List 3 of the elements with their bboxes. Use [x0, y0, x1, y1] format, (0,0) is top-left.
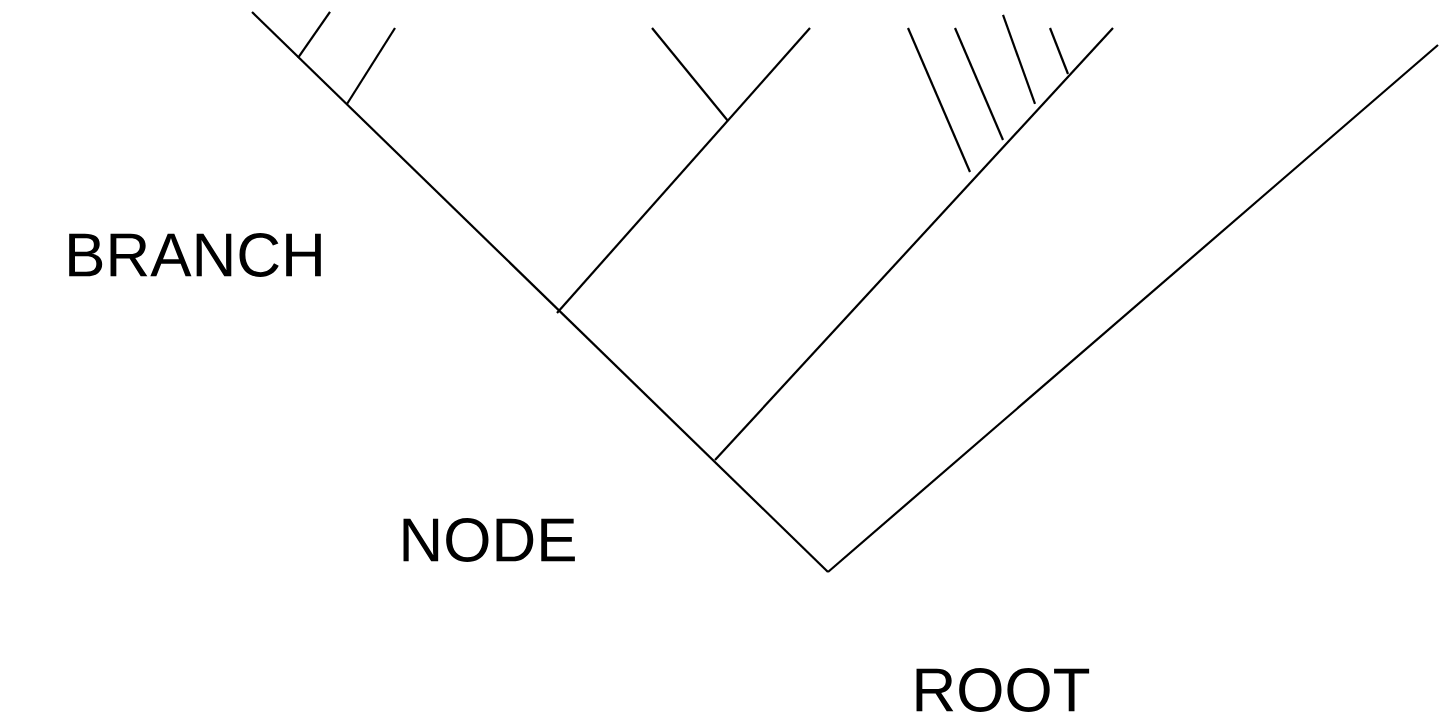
tree-label: BRANCH	[69, 233, 321, 277]
tree-label: ROOT	[916, 668, 1090, 712]
tree-label: NODE	[403, 518, 575, 562]
